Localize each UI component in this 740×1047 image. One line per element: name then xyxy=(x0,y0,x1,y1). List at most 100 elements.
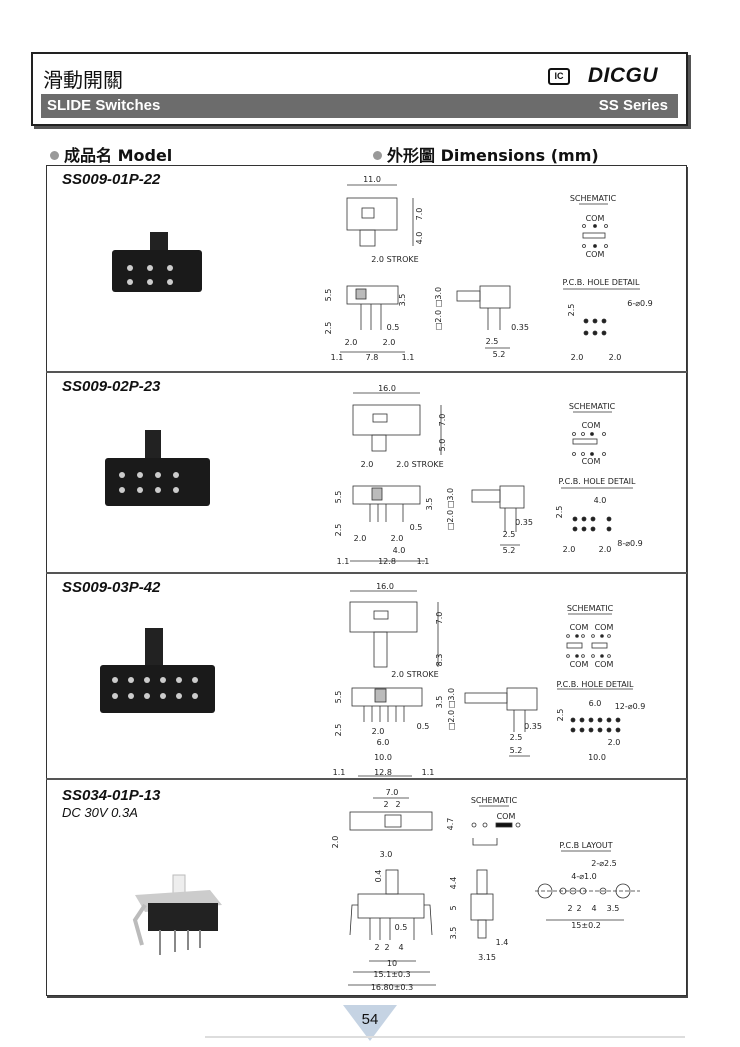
dimension-label: 0.5 xyxy=(387,323,400,332)
dimension-label: □2.0 xyxy=(446,510,455,530)
product-name: SS009-01P-22 xyxy=(62,171,161,188)
dimension-label: 1.1 xyxy=(333,768,346,777)
model-column-heading: 成品名 Model xyxy=(50,142,172,166)
dimension-label: COM xyxy=(586,214,605,223)
dimension-label: 4 xyxy=(398,943,403,952)
pcb-hole-detail-drawing xyxy=(557,688,633,733)
dimension-label: 2.0 xyxy=(331,836,340,849)
subtitle: SLIDE Switches xyxy=(47,97,161,114)
pcb-hole-detail-drawing xyxy=(561,487,633,532)
side-view-drawing xyxy=(471,485,525,546)
dimension-label: 3.0 xyxy=(380,850,393,859)
dimension-label: 2 xyxy=(383,800,388,809)
dimension-label: 7.8 xyxy=(366,353,379,362)
product-name: SS034-01P-13 xyxy=(62,787,161,804)
dimension-label: 15±0.2 xyxy=(571,921,601,930)
dimension-label: COM xyxy=(497,812,516,821)
dimension-label: 2.0 STROKE xyxy=(396,460,443,469)
product-photo xyxy=(132,874,222,955)
dimension-label: SCHEMATIC xyxy=(570,194,617,203)
dimension-label: 0.35 xyxy=(511,323,529,332)
dimension-label: 4.7 xyxy=(446,818,455,831)
dimension-label: 5.2 xyxy=(503,546,516,555)
dimension-label: 0.35 xyxy=(524,722,542,731)
dimension-label: 2.5 xyxy=(567,304,576,317)
dimension-label: 12.8 xyxy=(378,557,396,566)
side-view-drawing xyxy=(456,285,511,349)
dimension-label: □3.0 xyxy=(446,488,455,508)
dimension-label: COM xyxy=(595,660,614,669)
dimension-label: 4.0 xyxy=(393,546,406,555)
dimension-label: 7.0 xyxy=(386,788,399,797)
bullet-icon xyxy=(373,151,382,160)
dimension-label: □2.0 xyxy=(447,710,456,730)
dimension-label: 2 xyxy=(384,943,389,952)
dimension-label: 0.5 xyxy=(410,523,423,532)
page-header: 滑動開關 IC DICGU SLIDE Switches SS Series xyxy=(31,52,688,126)
dimension-label: 5.2 xyxy=(493,350,506,359)
dimension-label: 0.35 xyxy=(515,518,533,527)
dimension-label: 2.0 xyxy=(372,727,385,736)
dimension-label: 1.1 xyxy=(402,353,415,362)
dimension-label: 1.1 xyxy=(331,353,344,362)
dimension-label: 2-⌀2.5 xyxy=(591,859,617,868)
dimension-label: P.C.B. HOLE DETAIL xyxy=(557,680,635,689)
dimensions-heading-text: 外形圖 Dimensions (mm) xyxy=(387,146,599,165)
dimension-label: 2.0 xyxy=(345,338,358,347)
dimension-label: COM xyxy=(570,623,589,632)
footer-line xyxy=(205,1036,685,1038)
front-view-drawing xyxy=(351,687,423,777)
dimension-label: 2.0 xyxy=(391,534,404,543)
model-heading-text: 成品名 Model xyxy=(64,146,173,165)
dimension-label: 12.8 xyxy=(374,768,392,777)
side-view-drawing xyxy=(464,687,538,757)
side-view-drawing xyxy=(470,869,494,939)
brand-logo-icon: IC xyxy=(548,68,570,85)
dimension-label: 3.5 xyxy=(398,294,407,307)
dimension-label: 3.5 xyxy=(607,904,620,913)
dimension-label: 7.0 xyxy=(438,414,447,427)
dimension-label: 15.1±0.3 xyxy=(373,970,410,979)
dimension-label: 2 xyxy=(567,904,572,913)
dimension-label: 1.1 xyxy=(417,557,430,566)
row-divider xyxy=(46,572,687,574)
top-view-drawing xyxy=(349,590,439,668)
top-view-drawing xyxy=(346,184,414,247)
dimension-label: 2.0 xyxy=(361,460,374,469)
front-view-drawing xyxy=(350,485,425,562)
series-label: SS Series xyxy=(598,97,668,114)
dimension-label: 6.0 xyxy=(377,738,390,747)
dimension-label: COM xyxy=(582,421,601,430)
dimension-label: 4.0 xyxy=(594,496,607,505)
dimension-label: 2.5 xyxy=(334,524,343,537)
header-bar: SLIDE Switches SS Series xyxy=(41,94,678,118)
dimension-label: 16.0 xyxy=(376,582,394,591)
dimension-label: 16.80±0.3 xyxy=(371,983,413,992)
dimension-label: 2.0 STROKE xyxy=(371,255,418,264)
product-photo xyxy=(105,430,210,506)
dimension-label: 5.5 xyxy=(324,289,333,302)
schematic-drawing xyxy=(566,613,612,658)
dimension-label: 2.0 xyxy=(354,534,367,543)
row-divider xyxy=(46,371,687,373)
dimension-label: SCHEMATIC xyxy=(567,604,614,613)
dimension-label: 2.5 xyxy=(503,530,516,539)
dimension-label: 7.0 xyxy=(415,208,424,221)
dimension-label: 5 xyxy=(449,905,458,910)
dimension-label: COM xyxy=(595,623,614,632)
dimension-label: SCHEMATIC xyxy=(569,402,616,411)
dimension-label: COM xyxy=(570,660,589,669)
dimension-label: 5.5 xyxy=(334,691,343,704)
dimension-label: □2.0 xyxy=(434,310,443,330)
dimension-label: 5.5 xyxy=(334,491,343,504)
dimension-label: 0.5 xyxy=(417,722,430,731)
product-name: SS009-02P-23 xyxy=(62,378,161,395)
dimension-label: P.C.B. HOLE DETAIL xyxy=(559,477,637,486)
dimension-label: 3.5 xyxy=(435,696,444,709)
product-name: SS009-03P-42 xyxy=(62,579,161,596)
dimension-label: 2 xyxy=(395,800,400,809)
dimension-label: 5.0 xyxy=(438,439,447,452)
dimension-label: 12-⌀0.9 xyxy=(615,702,646,711)
dimension-label: 2 xyxy=(576,904,581,913)
